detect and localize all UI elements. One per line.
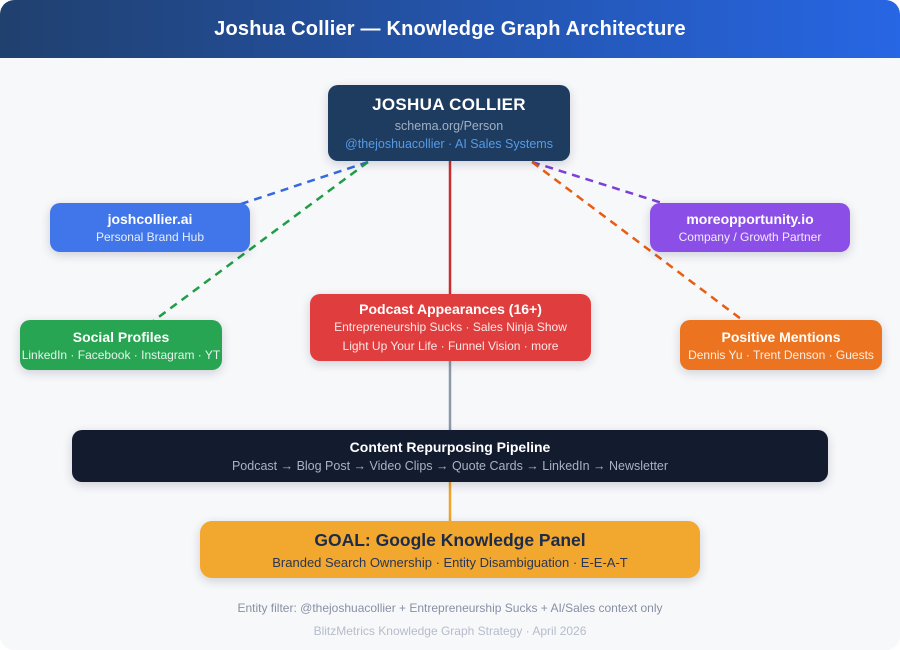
social-node-title: Social Profiles [72,328,170,345]
person-handles: @thejoshuacollier · AI Sales Systems [345,137,553,151]
goal-node-title: GOAL: Google Knowledge Panel [314,529,586,550]
entity-filter-note: Entity filter: @thejoshuacollier + Entre… [237,601,663,615]
pipeline-node-title: Content Repurposing Pipeline [349,439,551,455]
podcasts-list-line1: Entrepreneurship Sucks · Sales Ninja Sho… [334,320,567,335]
credit-line: BlitzMetrics Knowledge Graph Strategy · … [313,624,587,638]
page-title: Joshua Collier — Knowledge Graph Archite… [214,17,686,40]
pipeline-flow-steps: Podcast → Blog Post → Video Clips → Quot… [231,459,669,473]
company-node-title: moreopportunity.io [686,211,814,227]
person-entity-node: JOSHUA COLLIER schema.org/Person @thejos… [328,85,570,161]
header-bar: Joshua Collier — Knowledge Graph Archite… [0,0,900,58]
podcasts-node-title: Podcast Appearances (16+) [359,301,542,318]
brand-node-title: joshcollier.ai [107,211,193,227]
brand-node-subtitle: Personal Brand Hub [95,230,205,244]
person-to-company-connector [531,160,679,210]
positive-mentions-node: Positive Mentions Dennis Yu · Trent Dens… [680,320,882,370]
mentions-node-title: Positive Mentions [721,328,841,345]
person-to-mentions-connector [531,161,746,323]
person-to-brand-connector [234,160,369,208]
social-profiles-node: Social Profiles LinkedIn · Facebook · In… [20,320,222,370]
person-to-social-connector [151,160,369,324]
brand-hub-node: joshcollier.ai Personal Brand Hub [50,203,250,252]
goal-node: GOAL: Google Knowledge Panel Branded Sea… [200,521,700,578]
social-node-subtitle: LinkedIn · Facebook · Instagram · YT [21,347,221,362]
person-schema-type: schema.org/Person [394,119,504,133]
podcasts-list-line2: Light Up Your Life · Funnel Vision · mor… [342,338,559,353]
mentions-node-subtitle: Dennis Yu · Trent Denson · Guests [688,347,874,362]
podcast-appearances-node: Podcast Appearances (16+) Entrepreneursh… [310,294,591,361]
person-node-title: JOSHUA COLLIER [372,95,526,114]
company-node-subtitle: Company / Growth Partner [678,230,822,244]
goal-node-subtitle: Branded Search Ownership · Entity Disamb… [272,554,628,570]
company-node: moreopportunity.io Company / Growth Part… [650,203,850,252]
content-pipeline-node: Content Repurposing Pipeline Podcast → B… [72,430,828,482]
